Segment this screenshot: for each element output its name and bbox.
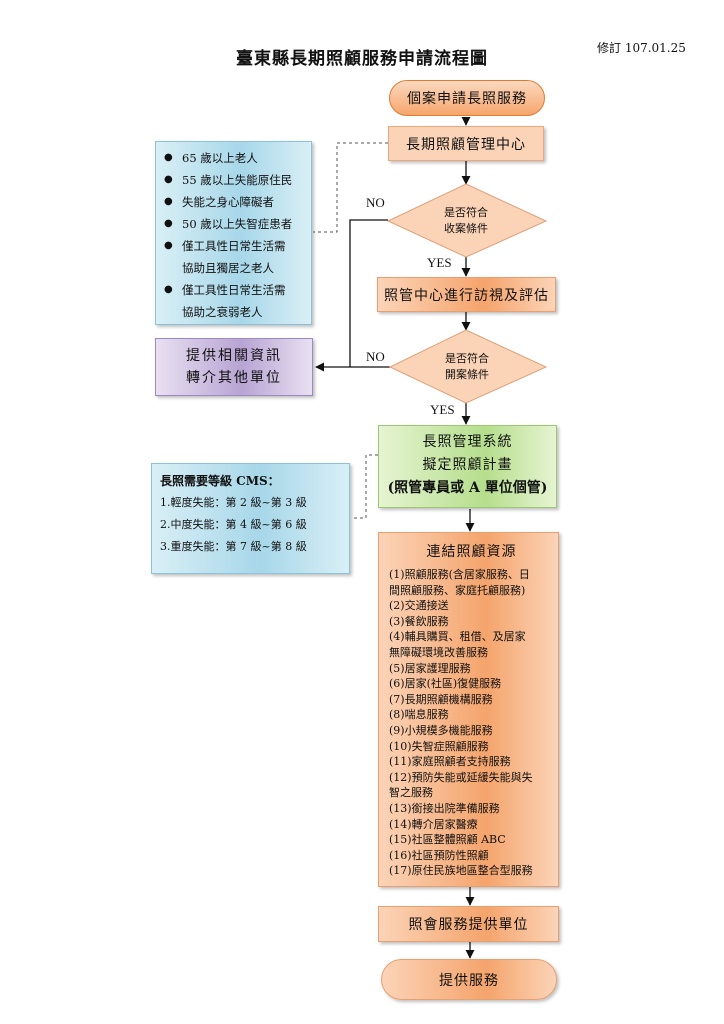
eligibility-item-cont: 協助之衰弱老人 [182,305,263,319]
notify-provider-label: 照會服務提供單位 [408,917,529,933]
resources-box: 連結照顧資源 (1)照顧服務(含居家服務、日 間照顧服務、家庭托顧服務) (2)… [378,532,559,887]
resource-item: (11)家庭照顧者支持服務 [389,755,511,769]
resource-item: (12)預防失能或延緩失能與失 [389,770,533,784]
resource-item: (1)照顧服務(含居家服務、日 [389,568,530,581]
decision1-line1: 是否符合 [444,206,488,219]
decision2-line1: 是否符合 [445,352,489,365]
care-plan-line3: (照管專員或 A 單位個管) [387,480,548,496]
decision2-text: 是否符合 開案條件 [422,351,512,383]
decision1-text: 是否符合 收案條件 [420,205,512,237]
assessment-label: 照管中心進行訪視及評估 [384,287,549,304]
resource-item: 間照顧服務、家庭托顧服務) [389,583,526,597]
eligibility-item-cont: 協助且獨居之老人 [182,261,274,275]
dashed-link-eligibility [313,142,388,233]
decision2-line2: 開案條件 [445,368,489,381]
no-branch-decision1 [349,219,388,367]
resource-item: (15)社區整體照顧 ABC [389,833,506,847]
no-label-1: NO [366,195,385,210]
resource-item: (16)社區預防性照顧 [389,848,489,862]
referral-line1: 提供相關資訊 [186,348,282,364]
resource-item: (3)餐飲服務 [389,614,449,628]
cms-item: 1.輕度失能：第 2 級~第 3 級 [160,496,307,509]
cms-item: 3.重度失能：第 7 級~第 8 級 [160,540,307,553]
eligibility-item: 僅工具性日常生活需 [156,235,311,257]
referral-line2: 轉介其他單位 [186,370,282,386]
resource-item: (6)居家(社區)復健服務 [389,677,502,691]
resource-item: 智之服務 [389,786,433,800]
revision-date: 修訂 107.01.25 [597,41,686,55]
provide-service-label: 提供服務 [439,972,499,989]
page-title: 臺東縣長期照顧服務申請流程圖 [236,49,488,69]
dashed-link-cms [351,454,378,519]
referral-box: 提供相關資訊 轉介其他單位 [155,338,313,396]
resource-item: (7)長期照顧機構服務 [389,692,493,706]
eligibility-item: 僅工具性日常生活需 [156,279,311,301]
decision2-diamond [388,329,548,404]
yes-label-1: YES [427,255,452,270]
resource-item: (9)小規模多機能服務 [389,723,493,737]
resource-item: (5)居家護理服務 [389,661,471,675]
care-plan-line1: 長照管理系統 [422,434,513,450]
resource-item: (2)交通接送 [389,599,449,613]
provide-service-box: 提供服務 [381,959,557,1000]
cms-title: 長照需要等級 CMS： [160,474,280,488]
care-center-box: 長期照顧管理中心 [388,126,544,161]
eligibility-box: 65 歲以上老人 55 歲以上失能原住民 失能之身心障礙者 50 歲以上失智症患… [155,141,312,325]
resources-list: (1)照顧服務(含居家服務、日 間照顧服務、家庭托顧服務) (2)交通接送 (3… [389,567,554,879]
eligibility-item: 失能之身心障礙者 [156,191,311,213]
apply-service-box: 個案申請長照服務 [389,80,545,116]
yes-label-2: YES [430,402,455,417]
notify-provider-box: 照會服務提供單位 [378,906,559,942]
no-label-2: NO [366,349,385,364]
resource-item: 無障礙環境改善服務 [389,645,488,659]
apply-service-label: 個案申請長照服務 [407,91,527,107]
cms-item: 2.中度失能：第 4 級~第 6 級 [160,518,307,531]
decision1-line2: 收案條件 [444,222,488,235]
resource-item: (17)原住民族地區整合型服務 [389,864,533,878]
eligibility-item: 55 歲以上失能原住民 [156,169,311,191]
care-plan-box: 長照管理系統 擬定照顧計畫 (照管專員或 A 單位個管) [378,425,557,508]
eligibility-item: 65 歲以上老人 [156,147,311,169]
resource-item: (4)輔具購買、租借、及居家 [389,630,526,644]
resource-item: (8)喘息服務 [389,708,449,722]
cms-level-box: 長照需要等級 CMS： 1.輕度失能：第 2 級~第 3 級 2.中度失能：第 … [151,463,350,574]
resource-item: (14)轉介居家醫療 [389,817,478,831]
care-plan-line2: 擬定照顧計畫 [422,457,513,473]
decision1-diamond [386,183,548,258]
assessment-box: 照管中心進行訪視及評估 [377,277,556,312]
resource-item: (13)銜接出院準備服務 [389,801,500,815]
care-center-label: 長期照顧管理中心 [406,136,526,153]
resources-title: 連結照顧資源 [426,544,517,560]
resource-item: (10)失智症照顧服務 [389,739,489,753]
eligibility-item: 50 歲以上失智症患者 [156,213,311,235]
